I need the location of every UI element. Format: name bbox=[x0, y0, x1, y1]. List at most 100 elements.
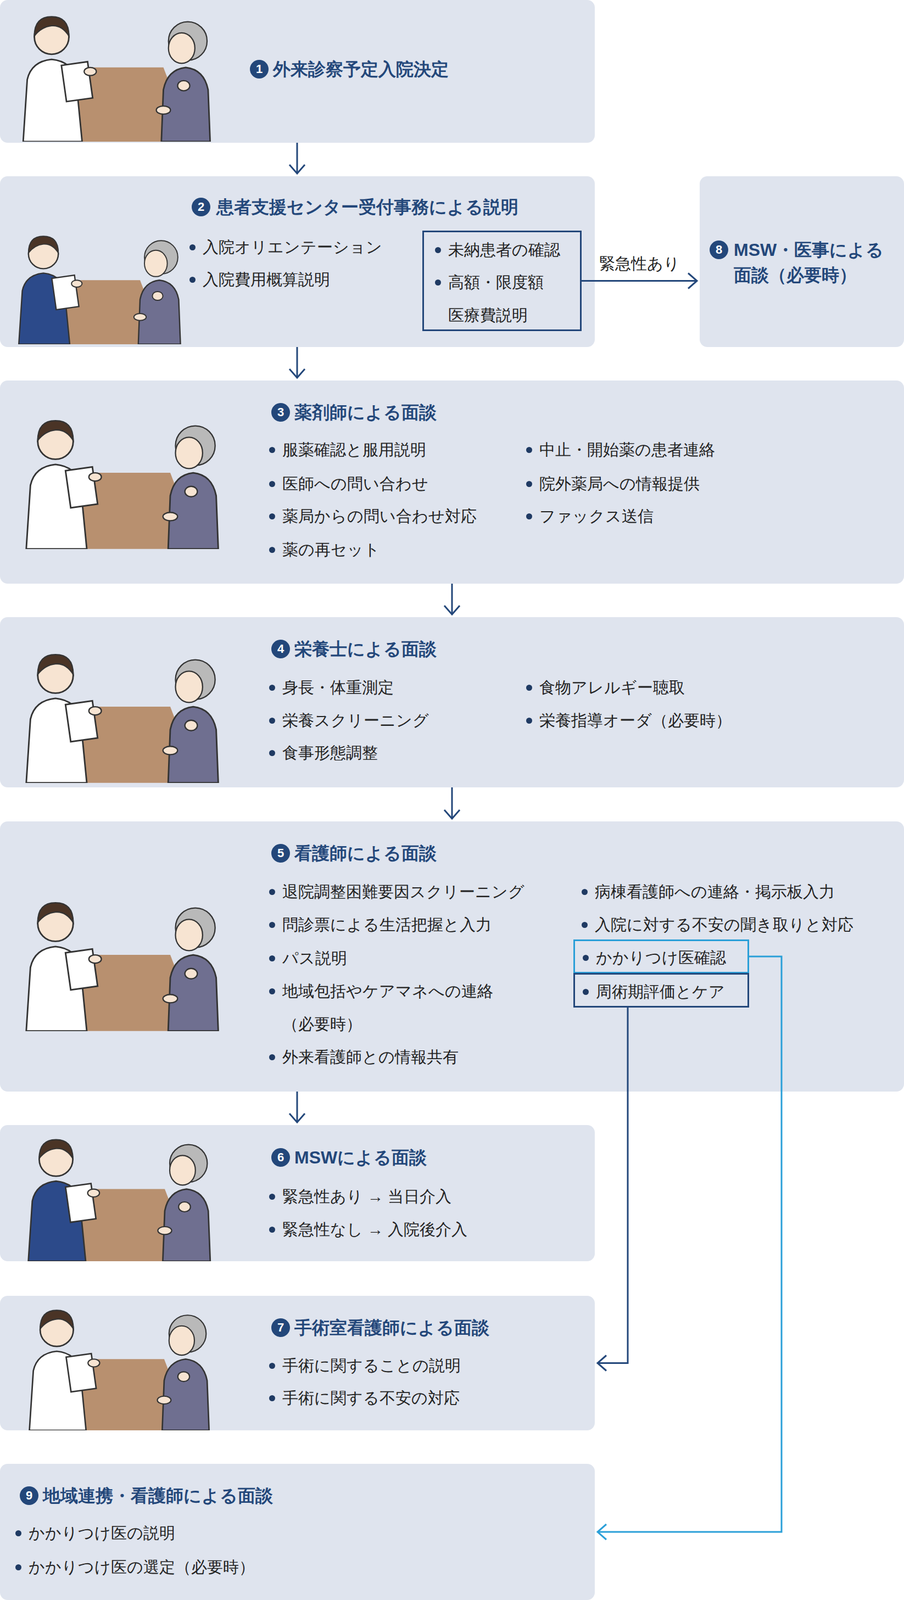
bullet-dot bbox=[269, 922, 276, 929]
bullet-dot bbox=[269, 684, 276, 691]
connector-line bbox=[296, 1091, 299, 1123]
connector-line bbox=[451, 583, 454, 615]
bullet-text: 未納患者の確認 bbox=[448, 241, 561, 259]
callout-number: 6 bbox=[271, 1148, 290, 1168]
bullet-item: 病棟看護師への連絡・掲示板入力 bbox=[581, 875, 835, 909]
bullet-item: 退院調整困難要因スクリーニング bbox=[269, 875, 525, 909]
bullet-dot bbox=[434, 279, 442, 286]
callout-number: 2 bbox=[191, 197, 211, 217]
inner-box: かかりつけ医確認 bbox=[573, 939, 750, 974]
flow-arrow bbox=[444, 787, 460, 819]
nurse-illustration bbox=[26, 902, 219, 1032]
bullet-text: 身長・体重測定 bbox=[282, 678, 394, 697]
arrow-head bbox=[688, 273, 697, 289]
bullet-text: 病棟看護師への連絡・掲示板入力 bbox=[594, 883, 835, 901]
bullet-dot bbox=[269, 1363, 276, 1370]
bullet-item: パス説明 bbox=[269, 941, 348, 975]
flow-arrow bbox=[444, 583, 460, 615]
bullet-dot bbox=[581, 889, 588, 896]
panel-box: 8MSW・医事による面談（必要時） bbox=[699, 176, 904, 348]
panel-heading: 患者支援センター受付事務による説明 bbox=[216, 194, 519, 220]
flow-arrow bbox=[289, 347, 305, 378]
arrow-head bbox=[444, 810, 460, 819]
bullet-dot bbox=[526, 684, 533, 691]
connector-line bbox=[296, 347, 299, 378]
bullet-dot bbox=[269, 547, 276, 554]
bullet-dot bbox=[269, 988, 276, 995]
panel-heading: 外来診察予定入院決定 bbox=[272, 57, 449, 82]
bullet-item: 栄養指導オーダ（必要時） bbox=[526, 704, 732, 738]
bullet-dot bbox=[582, 955, 589, 962]
bullet-item: 薬の再セット bbox=[269, 533, 381, 567]
bullet-text: 問診票による生活把握と入力 bbox=[282, 916, 492, 934]
panel-box: 9地域連携・看護師による面談かかりつけ医の説明かかりつけ医の選定（必要時） bbox=[0, 1464, 595, 1600]
bullet-text: かかりつけ医の選定（必要時） bbox=[28, 1558, 255, 1577]
flow-arrow bbox=[597, 1007, 628, 1372]
bullet-dot bbox=[269, 1054, 276, 1061]
bullet-dot bbox=[269, 1395, 276, 1402]
bullet-dot bbox=[269, 750, 276, 757]
bullet-item: 中止・開始薬の患者連絡 bbox=[526, 433, 716, 467]
bullet-text: ファックス送信 bbox=[539, 507, 654, 526]
msw-illustration bbox=[28, 1140, 211, 1262]
bullet-dot bbox=[582, 989, 589, 996]
bullet-dot bbox=[581, 922, 588, 929]
bullet-text: 緊急性あり → 当日介入 bbox=[282, 1187, 452, 1206]
bullet-text: 周術期評価とケア bbox=[595, 983, 725, 1001]
bullet-text: 中止・開始薬の患者連絡 bbox=[539, 441, 716, 459]
bullet-item: 緊急性なし → 入院後介入 bbox=[269, 1213, 468, 1247]
doctor-illustration bbox=[23, 16, 210, 142]
bullet-dot bbox=[434, 247, 442, 254]
callout-number: 4 bbox=[271, 639, 290, 659]
bullet-item: 服薬確認と服用説明 bbox=[269, 433, 427, 467]
connector-line bbox=[597, 1007, 628, 1364]
bullet-text: 薬局からの問い合わせ対応 bbox=[282, 507, 477, 526]
bullet-item: かかりつけ医確認 bbox=[582, 941, 727, 975]
bullet-dot bbox=[526, 481, 533, 488]
bullet-text: 栄養スクリーニング bbox=[282, 711, 429, 730]
bullet-dot bbox=[189, 244, 196, 251]
bullet-text: 高額・限度額 医療費説明 bbox=[448, 273, 544, 325]
bullet-text: 医師への問い合わせ bbox=[282, 475, 429, 493]
bullet-item: 問診票による生活把握と入力 bbox=[269, 908, 492, 942]
bullet-text: 手術に関することの説明 bbox=[282, 1357, 461, 1375]
arrow-head bbox=[444, 605, 460, 615]
bullet-text: 入院費用概算説明 bbox=[202, 270, 331, 289]
inner-box: 未納患者の確認高額・限度額 医療費説明 bbox=[422, 230, 582, 332]
bullet-item: 入院に対する不安の聞き取りと対応 bbox=[581, 908, 854, 942]
connector-line bbox=[296, 142, 299, 174]
dietitian-illustration bbox=[26, 654, 219, 784]
bullet-text: 地域包括やケアマネへの連絡 （必要時） bbox=[282, 982, 494, 1034]
bullet-item: 身長・体重測定 bbox=[269, 671, 394, 705]
bullet-text: 入院に対する不安の聞き取りと対応 bbox=[594, 916, 854, 934]
bullet-item: 医師への問い合わせ bbox=[269, 467, 429, 501]
bullet-item: 緊急性あり → 当日介入 bbox=[269, 1180, 452, 1214]
bullet-dot bbox=[269, 955, 276, 962]
bullet-text: パス説明 bbox=[282, 949, 348, 968]
bullet-text: 食事形態調整 bbox=[282, 744, 378, 762]
bullet-text: 手術に関する不安の対応 bbox=[282, 1389, 460, 1408]
callout-number: 9 bbox=[19, 1486, 39, 1506]
arrow-head bbox=[289, 369, 305, 378]
panel-heading: MSW・医事による面談（必要時） bbox=[733, 237, 899, 288]
bullet-text: 退院調整困難要因スクリーニング bbox=[282, 883, 525, 901]
bullet-text: 緊急性なし → 入院後介入 bbox=[282, 1220, 468, 1239]
arrow-head bbox=[597, 1524, 607, 1540]
bullet-item: ファックス送信 bbox=[526, 499, 654, 533]
callout-number: 3 bbox=[271, 403, 290, 422]
panel-heading: MSWによる面談 bbox=[294, 1145, 427, 1170]
bullet-dot bbox=[269, 717, 276, 724]
bullet-text: 薬の再セット bbox=[282, 540, 381, 559]
connector-line bbox=[597, 956, 782, 1533]
bullet-item: かかりつけ医の説明 bbox=[15, 1516, 176, 1550]
bullet-text: かかりつけ医確認 bbox=[595, 949, 727, 967]
flow-arrow bbox=[581, 273, 697, 289]
bullet-item: 地域包括やケアマネへの連絡 （必要時） bbox=[269, 974, 555, 1041]
pharmacist-illustration bbox=[26, 420, 219, 550]
callout-number: 7 bbox=[271, 1318, 290, 1338]
panel-heading: 栄養士による面談 bbox=[294, 637, 437, 662]
bullet-item: 入院費用概算説明 bbox=[189, 263, 331, 297]
bullet-dot bbox=[269, 889, 276, 896]
callout-number: 5 bbox=[271, 844, 290, 863]
bullet-dot bbox=[269, 1193, 276, 1201]
